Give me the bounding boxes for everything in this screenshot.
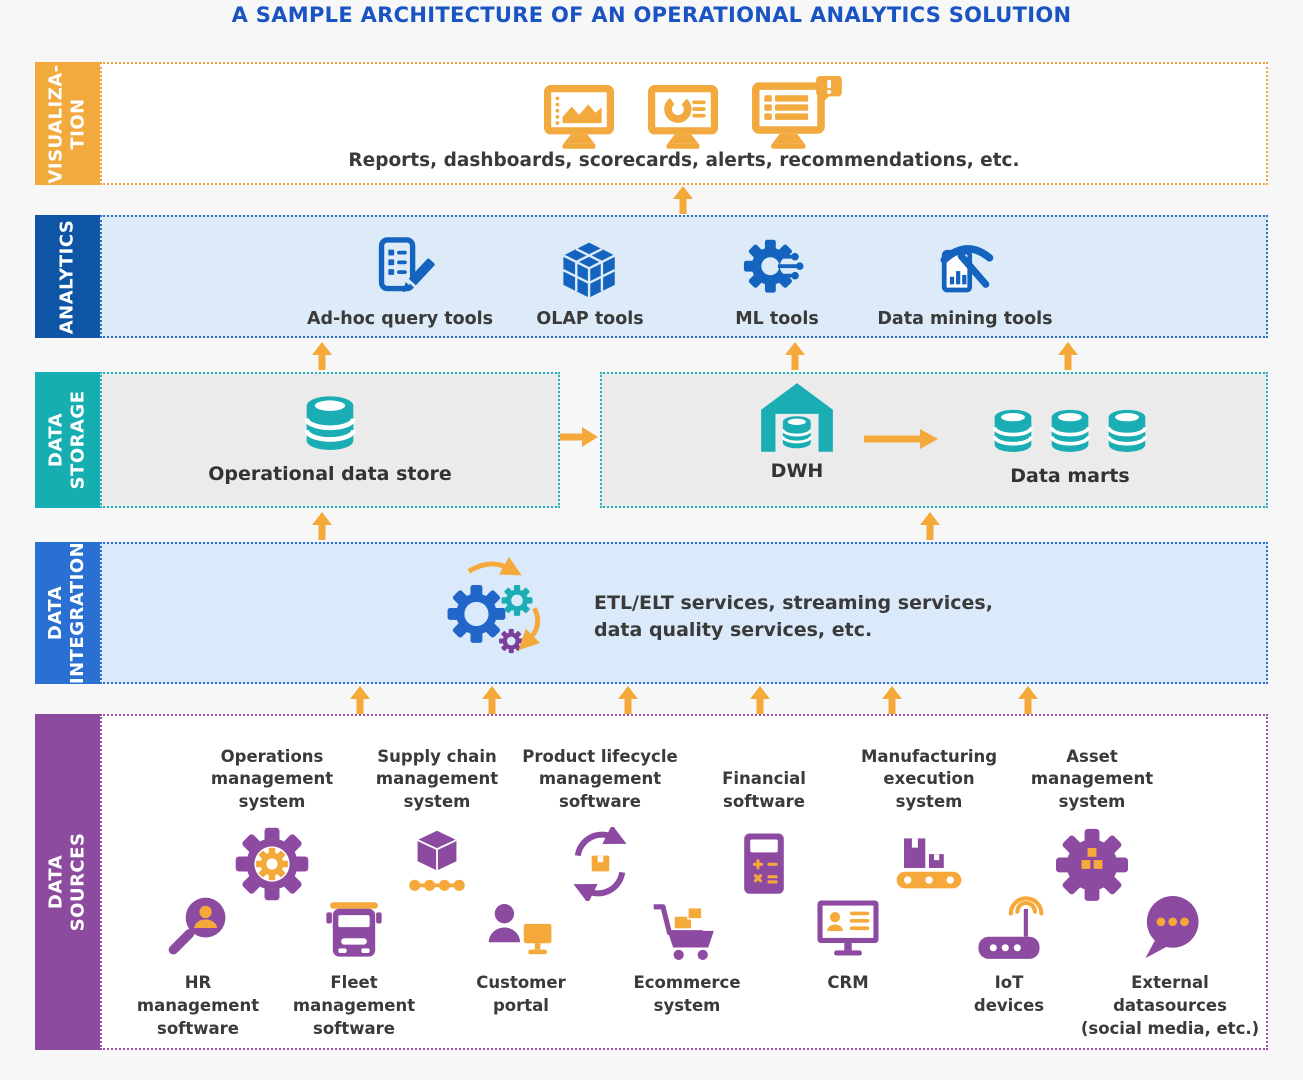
gears-operations-icon bbox=[235, 827, 309, 901]
tab-data-storage-label: DATA STORAGE bbox=[45, 390, 89, 490]
source-label: Supply chain management system bbox=[375, 746, 499, 812]
visualization-panel: Reports, dashboards, scorecards, alerts,… bbox=[100, 62, 1268, 185]
data-mining-pickaxe-icon bbox=[940, 244, 994, 293]
source-operations: Operations management system bbox=[182, 736, 362, 910]
source-asset: Asset management system bbox=[1002, 736, 1182, 910]
dwh-group: DWH bbox=[717, 380, 877, 482]
tab-visualization: VISUALIZA- TION bbox=[35, 62, 100, 185]
sources-to-integration-arrow bbox=[1018, 686, 1038, 714]
source-customer-portal: Customer portal bbox=[431, 880, 611, 1018]
analytics-item-label: Data mining tools bbox=[877, 309, 1053, 329]
source-label: Financial software bbox=[722, 769, 806, 812]
source-iot: IoT devices bbox=[919, 880, 1099, 1018]
source-label: Operations management system bbox=[210, 746, 334, 812]
sources-to-integration-arrow bbox=[882, 686, 902, 714]
source-label: External datasources (social media, etc.… bbox=[1080, 973, 1260, 1038]
source-ecommerce: Ecommerce system bbox=[597, 880, 777, 1018]
calculator-icon bbox=[744, 833, 784, 895]
sources-to-integration-arrow bbox=[482, 686, 502, 714]
tab-analytics: ANALYTICS bbox=[35, 215, 100, 338]
source-supply-chain: Supply chain management system bbox=[347, 736, 527, 910]
report-chart-monitor-icon bbox=[544, 85, 614, 149]
tab-data-sources-label: DATA SOURCES bbox=[45, 832, 89, 932]
tab-data-storage: DATA STORAGE bbox=[35, 372, 100, 508]
source-financial: Financial software bbox=[674, 736, 854, 910]
data-marts-group: Data marts bbox=[990, 408, 1150, 487]
tab-data-sources: DATA SOURCES bbox=[35, 714, 100, 1050]
database-icon bbox=[1049, 408, 1091, 454]
adhoc-query-icon bbox=[378, 237, 435, 293]
analytics-item-olap: OLAP tools bbox=[490, 233, 690, 331]
database-icon bbox=[1106, 408, 1148, 454]
warehouse-database-icon bbox=[761, 383, 833, 452]
source-external: External datasources (social media, etc.… bbox=[1070, 880, 1270, 1040]
source-label: Manufacturing execution system bbox=[860, 746, 998, 812]
olap-cube-icon bbox=[562, 242, 616, 298]
shopping-cart-icon bbox=[653, 904, 714, 960]
iot-router-icon bbox=[978, 895, 1044, 959]
source-label: Ecommerce system bbox=[633, 973, 741, 1015]
dwh-label: DWH bbox=[770, 459, 824, 482]
tab-visualization-label: VISUALIZA- TION bbox=[45, 63, 89, 184]
analytics-to-visualization-arrow bbox=[673, 186, 693, 214]
storage-to-analytics-arrow bbox=[312, 342, 332, 370]
data-integration-panel: ETL/ELT services, streaming services, da… bbox=[100, 542, 1268, 684]
speech-bubble-icon bbox=[1145, 896, 1199, 959]
person-monitor-icon bbox=[488, 903, 552, 954]
data-integration-caption: ETL/ELT services, streaming services, da… bbox=[594, 592, 993, 641]
source-manufacturing: Manufacturing execution system bbox=[839, 736, 1019, 910]
sources-to-integration-arrow bbox=[350, 686, 370, 714]
integration-to-storage-arrow bbox=[312, 512, 332, 540]
analytics-item-label: OLAP tools bbox=[536, 309, 644, 329]
analytics-panel: Ad-hoc query tools bbox=[100, 215, 1268, 338]
source-plm: Product lifecycle management software bbox=[510, 736, 690, 910]
source-crm: CRM bbox=[758, 880, 938, 995]
magnifier-person-icon bbox=[168, 897, 226, 955]
source-hr: HR management software bbox=[108, 880, 288, 1040]
analytics-item-adhoc: Ad-hoc query tools bbox=[300, 233, 500, 331]
source-label: CRM bbox=[827, 973, 869, 992]
dwh-to-marts-arrow bbox=[864, 429, 938, 449]
supply-box-conveyor-icon bbox=[409, 830, 465, 891]
sources-to-integration-arrow bbox=[750, 686, 770, 714]
analytics-item-mining: Data mining tools bbox=[865, 233, 1065, 331]
operational-data-store-panel: Operational data store bbox=[100, 372, 560, 508]
source-label: IoT devices bbox=[973, 973, 1045, 1015]
storage-to-analytics-arrow bbox=[1058, 342, 1078, 370]
source-label: Customer portal bbox=[476, 973, 566, 1015]
diagram-title: A SAMPLE ARCHITECTURE OF AN OPERATIONAL … bbox=[231, 3, 1072, 27]
database-icon bbox=[992, 408, 1034, 454]
alerts-list-monitor-icon bbox=[752, 76, 842, 149]
gears-etl-icon bbox=[447, 556, 541, 654]
tab-data-integration: DATA INTEGRATION bbox=[35, 542, 100, 684]
crm-monitor-icon bbox=[817, 900, 879, 956]
tab-data-integration-label: DATA INTEGRATION bbox=[45, 541, 89, 685]
ods-label: Operational data store bbox=[208, 462, 452, 485]
gear-cubes-icon bbox=[1056, 828, 1128, 901]
analytics-item-ml: ML tools bbox=[677, 233, 877, 331]
tab-analytics-label: ANALYTICS bbox=[56, 219, 78, 334]
source-label: Product lifecycle management software bbox=[522, 746, 678, 812]
storage-to-analytics-arrow bbox=[785, 342, 805, 370]
truck-icon bbox=[326, 902, 382, 957]
source-label: Asset management system bbox=[1030, 746, 1154, 812]
database-icon bbox=[302, 394, 358, 455]
dwh-panel: DWH Data marts bbox=[600, 372, 1268, 508]
lifecycle-arrows-box-icon bbox=[573, 827, 627, 901]
visualization-caption: Reports, dashboards, scorecards, alerts,… bbox=[348, 150, 1020, 171]
analytics-item-label: Ad-hoc query tools bbox=[306, 309, 494, 329]
dashboard-donut-monitor-icon bbox=[648, 85, 718, 149]
source-label: Fleet management software bbox=[292, 973, 416, 1038]
data-marts-label: Data marts bbox=[1010, 464, 1130, 487]
integration-to-storage-arrow bbox=[920, 512, 940, 540]
visualization-icons bbox=[102, 76, 1266, 149]
sources-to-integration-arrow bbox=[618, 686, 638, 714]
source-fleet: Fleet management software bbox=[264, 880, 444, 1040]
data-sources-panel: Operations management system Supply chai… bbox=[100, 714, 1268, 1050]
ml-gear-icon bbox=[743, 239, 804, 293]
ods-to-dwh-arrow bbox=[560, 427, 598, 447]
source-label: HR management software bbox=[136, 973, 260, 1038]
analytics-item-label: ML tools bbox=[735, 309, 819, 329]
conveyor-belt-icon bbox=[896, 838, 962, 889]
